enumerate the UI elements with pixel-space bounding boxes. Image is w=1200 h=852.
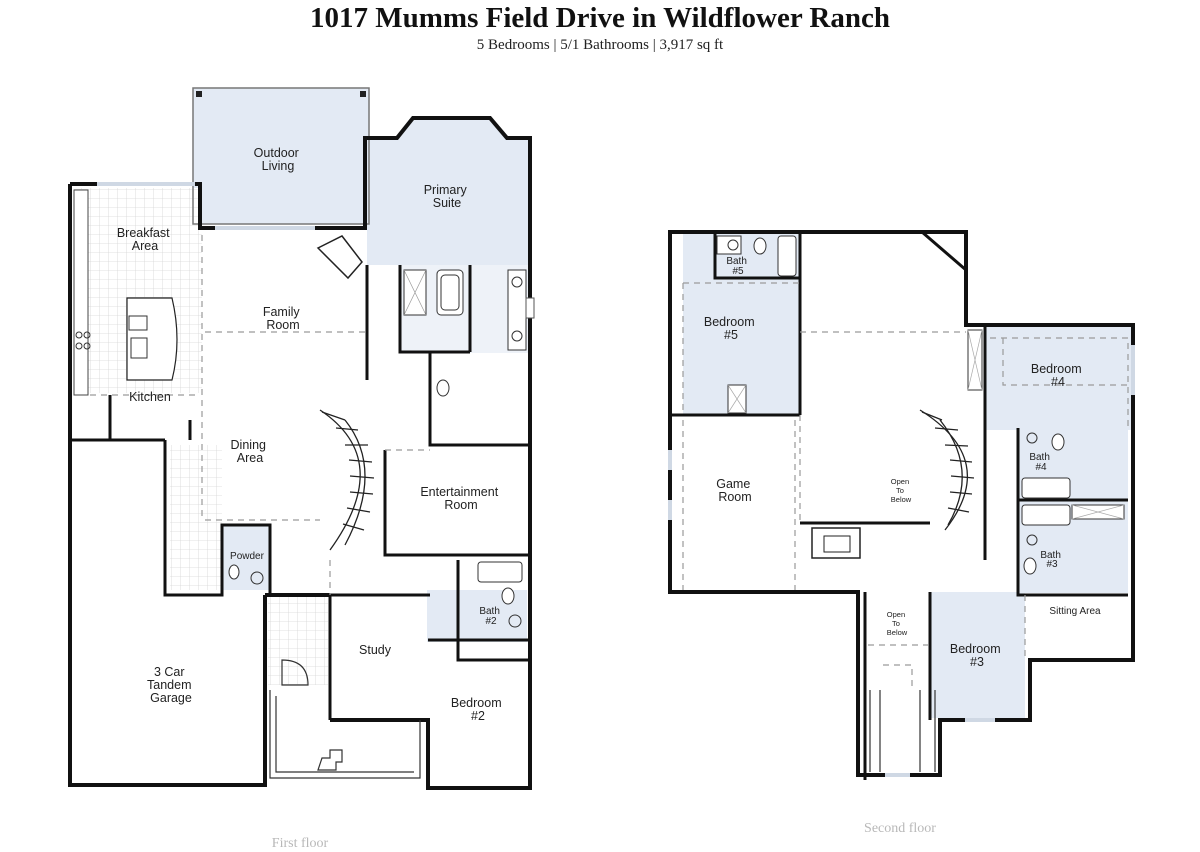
- bedroom-3-fill: [930, 592, 1025, 718]
- room-label-bedroom-4: Bedroom #4: [1031, 362, 1085, 389]
- room-label-game-room: Game Room: [716, 477, 754, 504]
- room-label-open-to-below-main: Open To Below: [891, 477, 912, 504]
- primary-suite-fill: [367, 118, 528, 265]
- room-label-breakfast-area: Breakfast Area: [117, 226, 173, 253]
- room-label-bedroom-2: Bedroom #2: [451, 696, 505, 723]
- room-label-study: Study: [359, 643, 392, 657]
- first-floor-caption: First floor: [271, 836, 329, 851]
- powder-fill: [222, 525, 270, 590]
- first-floor-plan: Outdoor Living Primary Suite Breakfast A…: [68, 87, 535, 790]
- room-label-garage: 3 Car Tandem Garage: [147, 665, 195, 705]
- room-label-bedroom-5: Bedroom #5: [704, 315, 758, 342]
- outdoor-living-fill: [193, 88, 369, 224]
- utility-tile: [170, 445, 222, 590]
- room-label-sitting-area: Sitting Area: [1049, 606, 1101, 617]
- second-floor-caption: Second floor: [864, 821, 936, 836]
- page-title: 1017 Mumms Field Drive in Wildflower Ran…: [310, 2, 890, 34]
- room-label-bath-4: Bath #4: [1029, 452, 1052, 473]
- room-label-family-room: Family Room: [263, 305, 303, 332]
- room-label-primary-suite: Primary Suite: [424, 183, 471, 210]
- second-floor-plan: Bath #5 Bedroom #5 Game Room Open To Bel…: [668, 230, 1135, 780]
- bedroom-4-fill: [985, 325, 1133, 430]
- room-label-bedroom-3: Bedroom #3: [950, 642, 1004, 669]
- page-subtitle: 5 Bedrooms | 5/1 Bathrooms | 3,917 sq ft: [476, 37, 724, 53]
- room-label-powder: Powder: [230, 551, 265, 562]
- room-label-entertainment-room: Entertainment Room: [420, 485, 501, 512]
- room-label-bath-5: Bath #5: [726, 256, 749, 277]
- room-label-dining-area: Dining Area: [231, 438, 270, 465]
- room-label-kitchen: Kitchen: [129, 390, 171, 404]
- room-label-bath-3: Bath #3: [1040, 550, 1063, 570]
- room-label-outdoor-living: Outdoor Living: [254, 146, 303, 173]
- room-label-bath-2: Bath #2: [479, 606, 502, 627]
- room-label-open-to-below-entry: Open To Below: [887, 610, 908, 637]
- foyer-tile: [268, 595, 328, 685]
